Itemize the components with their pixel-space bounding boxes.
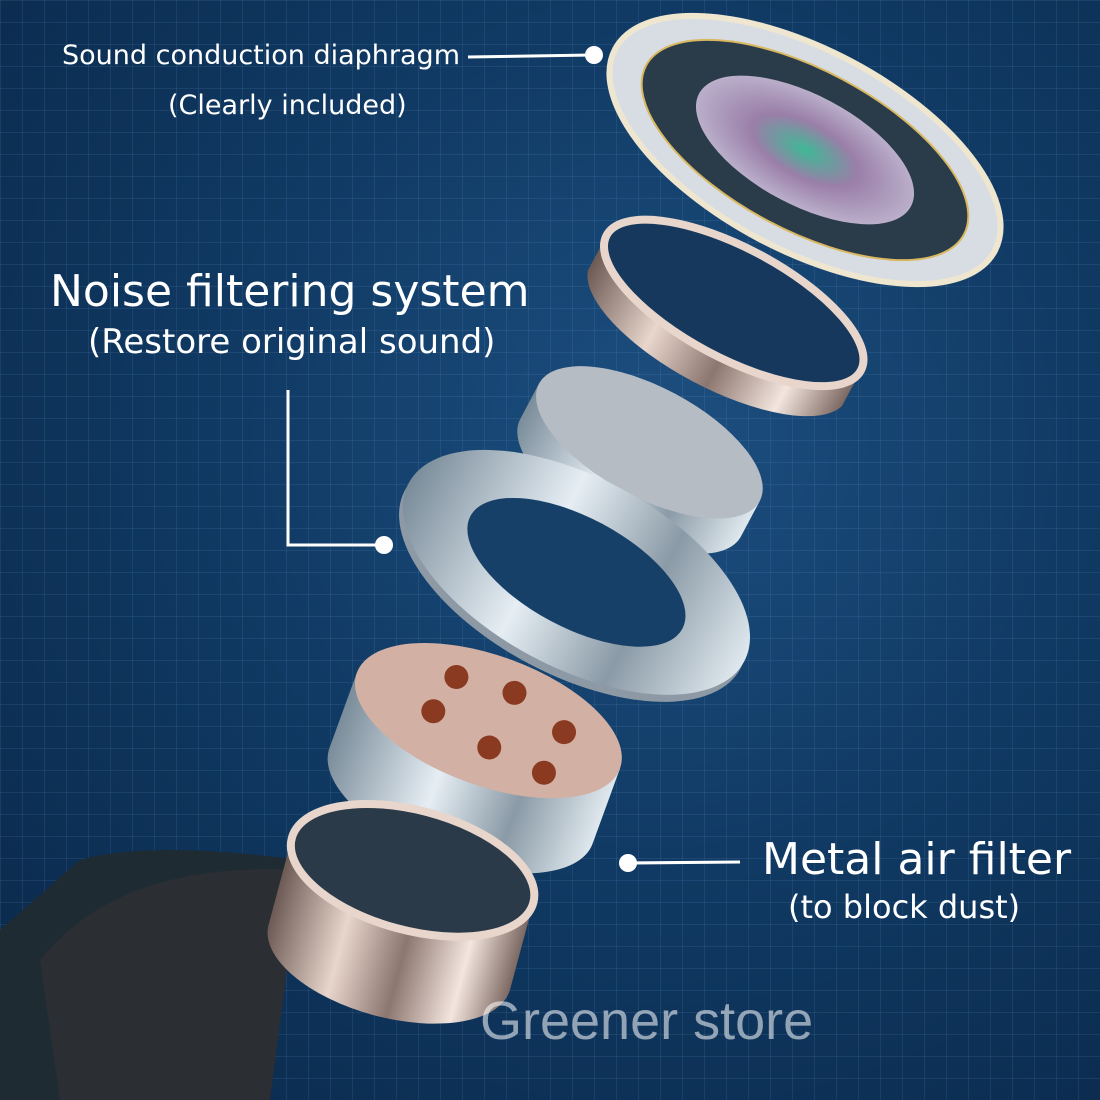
bottom-ring	[267, 799, 539, 1024]
perforated-washer	[399, 449, 750, 702]
watermark: Greener store	[480, 991, 814, 1051]
diaphragm-sublabel: (Clearly included)	[168, 90, 407, 121]
air-filter-sublabel: (to block dust)	[788, 888, 1021, 926]
microphone-body	[0, 850, 300, 1100]
diaphragm-label: Sound conduction diaphragm	[62, 40, 460, 71]
callout-diaphragm	[467, 46, 603, 64]
magnet-disc	[517, 366, 763, 554]
callout-air-filter	[619, 854, 741, 872]
noise-filter-label: Noise filtering system	[50, 266, 530, 317]
callout-noise-filter	[286, 390, 393, 554]
noise-filter-sublabel: (Restore original sound)	[88, 322, 496, 362]
air-filter-label: Metal air filter	[762, 834, 1072, 885]
spacer-ring	[587, 215, 868, 417]
diaphragm	[606, 12, 1004, 288]
